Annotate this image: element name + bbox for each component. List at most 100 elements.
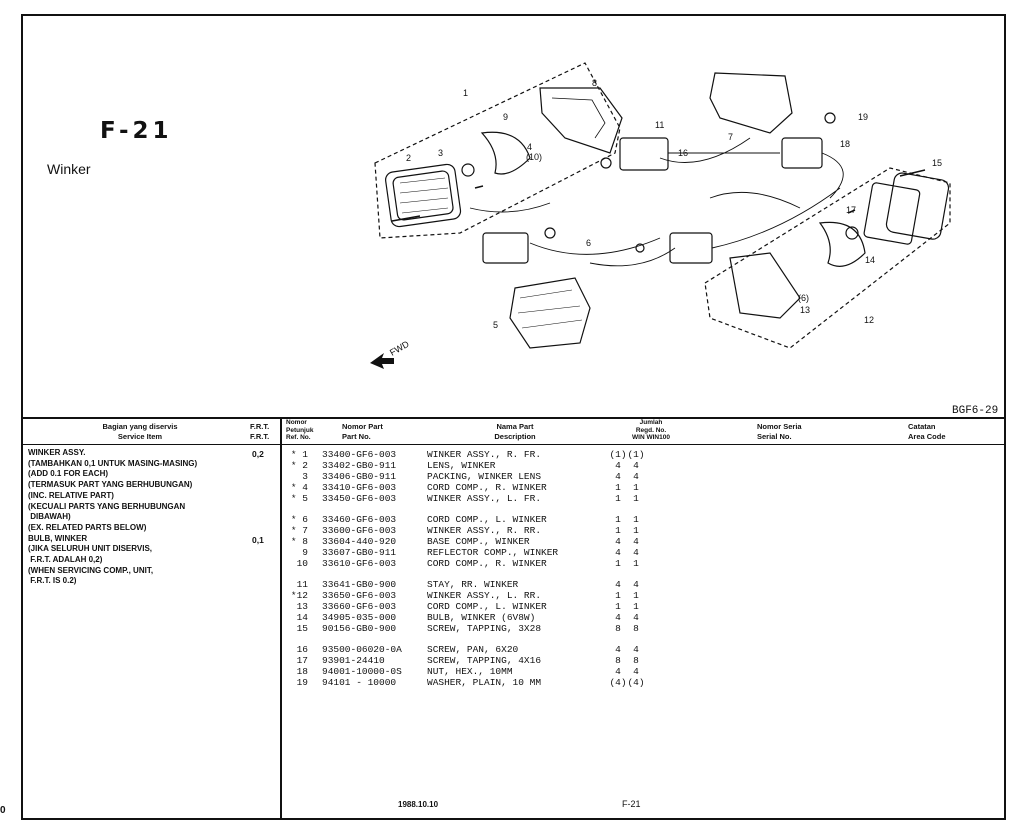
connector-stay-2 <box>781 137 823 169</box>
qty-win: 4 <box>615 547 621 558</box>
svg-text:12: 12 <box>864 315 874 325</box>
svg-text:(10): (10) <box>526 152 542 162</box>
page-number: F-21 <box>622 799 641 809</box>
svg-text:18: 18 <box>840 139 850 149</box>
qty-win: 4 <box>615 536 621 547</box>
part-description: NUT, HEX., 10MM <box>427 666 513 677</box>
svg-text:17: 17 <box>846 205 856 215</box>
qty-win100: 1 <box>633 601 639 612</box>
qty-win100: 8 <box>633 623 639 634</box>
table-header-rule <box>23 444 1004 445</box>
ref-no: 9 <box>302 547 308 558</box>
part-no: 33604-440-920 <box>322 536 397 547</box>
part-description: CORD COMP., R. WINKER <box>427 558 547 569</box>
qty-win: 4 <box>615 471 621 482</box>
qty-win100: 4 <box>633 547 639 558</box>
qty-win100: 1 <box>633 525 639 536</box>
part-description: LENS, WINKER <box>427 460 496 471</box>
fwd-arrow: FWD <box>370 339 411 369</box>
header-frt: F.R.T. F.R.T. <box>250 422 270 441</box>
ref-no: * 7 <box>290 525 308 536</box>
qty-win100: 4 <box>633 666 639 677</box>
qty-win100: 4 <box>633 536 639 547</box>
qty-win: 1 <box>615 558 621 569</box>
header-description: Nama Part Description <box>494 422 536 441</box>
ref-no: * 6 <box>290 514 308 525</box>
qty-win100: 4 <box>633 612 639 623</box>
page-frame <box>21 14 1006 820</box>
part-no: 33460-GF6-003 <box>322 514 397 525</box>
part-no: 90156-GB0-900 <box>322 623 397 634</box>
qty-win: 1 <box>615 601 621 612</box>
header-area-code: Catatan Area Code <box>908 422 946 441</box>
ref-no: * 1 <box>290 449 308 460</box>
part-description: PACKING, WINKER LENS <box>427 471 542 482</box>
ref-no: * 5 <box>290 493 308 504</box>
svg-text:2: 2 <box>406 153 411 163</box>
header-service-item: Bagian yang diservis Service Item <box>102 422 178 441</box>
qty-win: (1) <box>609 449 627 460</box>
svg-text:6: 6 <box>586 238 591 248</box>
qty-win: 8 <box>615 623 621 634</box>
part-description: REFLECTOR COMP., WINKER <box>427 547 559 558</box>
figure-code: BGF6-29 <box>952 405 999 417</box>
reflector-rear <box>818 221 866 267</box>
part-no: 93500-06020-0A <box>322 644 402 655</box>
frt-value-bulb: 0,1 <box>252 535 264 545</box>
connector-stay-1 <box>619 137 669 171</box>
part-no: 94001-10000-0S <box>322 666 402 677</box>
service-item-text: WINKER ASSY. (TAMBAHKAN 0,1 UNTUK MASING… <box>28 448 198 586</box>
part-no: 33406-GB0-911 <box>322 471 397 482</box>
part-no: 33402-GB0-911 <box>322 460 397 471</box>
qty-win100: 1 <box>633 558 639 569</box>
svg-text:(6): (6) <box>798 293 809 303</box>
part-description: WASHER, PLAIN, 10 MM <box>427 677 542 688</box>
part-description: CORD COMP., L. WINKER <box>427 514 547 525</box>
qty-win100: (4) <box>627 677 645 688</box>
svg-text:13: 13 <box>800 305 810 315</box>
part-no: 33650-GF6-003 <box>322 590 397 601</box>
ref-no: 13 <box>296 601 308 612</box>
qty-win100: 4 <box>633 579 639 590</box>
qty-win: 1 <box>615 525 621 536</box>
part-no: 93901-24410 <box>322 655 385 666</box>
header-ref-no: Nomor Petunjuk Ref. No. <box>286 419 314 441</box>
part-description: CORD COMP., R. WINKER <box>427 482 547 493</box>
part-description: SCREW, TAPPING, 3X28 <box>427 623 542 634</box>
ref-no: 15 <box>296 623 308 634</box>
winker-lens-front-right <box>385 163 462 228</box>
qty-win: 1 <box>615 493 621 504</box>
part-no: 33600-GF6-003 <box>322 525 397 536</box>
section-code: F-21 <box>100 118 173 144</box>
part-no: 33641-GB0-900 <box>322 579 397 590</box>
header-serial-no: Nomor Seria Serial No. <box>757 422 802 441</box>
ref-no: *12 <box>290 590 308 601</box>
svg-text:1: 1 <box>463 88 468 98</box>
svg-text:11: 11 <box>655 120 664 130</box>
qty-win: 4 <box>615 579 621 590</box>
qty-win: 4 <box>615 644 621 655</box>
qty-win: 4 <box>615 612 621 623</box>
part-no: 33610-GF6-003 <box>322 558 397 569</box>
ref-no: * 4 <box>290 482 308 493</box>
ref-no: 19 <box>296 677 308 688</box>
qty-win100: 4 <box>633 460 639 471</box>
qty-win100: 4 <box>633 471 639 482</box>
part-description: BULB, WINKER (6V8W) <box>427 612 536 623</box>
side-mark: 0 <box>0 805 6 816</box>
connector-stay-3 <box>482 232 529 264</box>
part-description: BASE COMP., WINKER <box>427 536 530 547</box>
svg-text:19: 19 <box>858 112 868 122</box>
ref-no: 16 <box>296 644 308 655</box>
part-no: 33660-GF6-003 <box>322 601 397 612</box>
qty-win: 1 <box>615 514 621 525</box>
wiring-harness <box>469 137 844 267</box>
ref-no: 18 <box>296 666 308 677</box>
winker-front-left <box>509 277 591 349</box>
svg-text:FWD: FWD <box>388 339 411 358</box>
section-title: Winker <box>47 161 91 177</box>
ref-no: 3 <box>302 471 308 482</box>
winker-rear-right <box>709 72 793 134</box>
part-no: 33400-GF6-003 <box>322 449 397 460</box>
qty-win100: 4 <box>633 644 639 655</box>
